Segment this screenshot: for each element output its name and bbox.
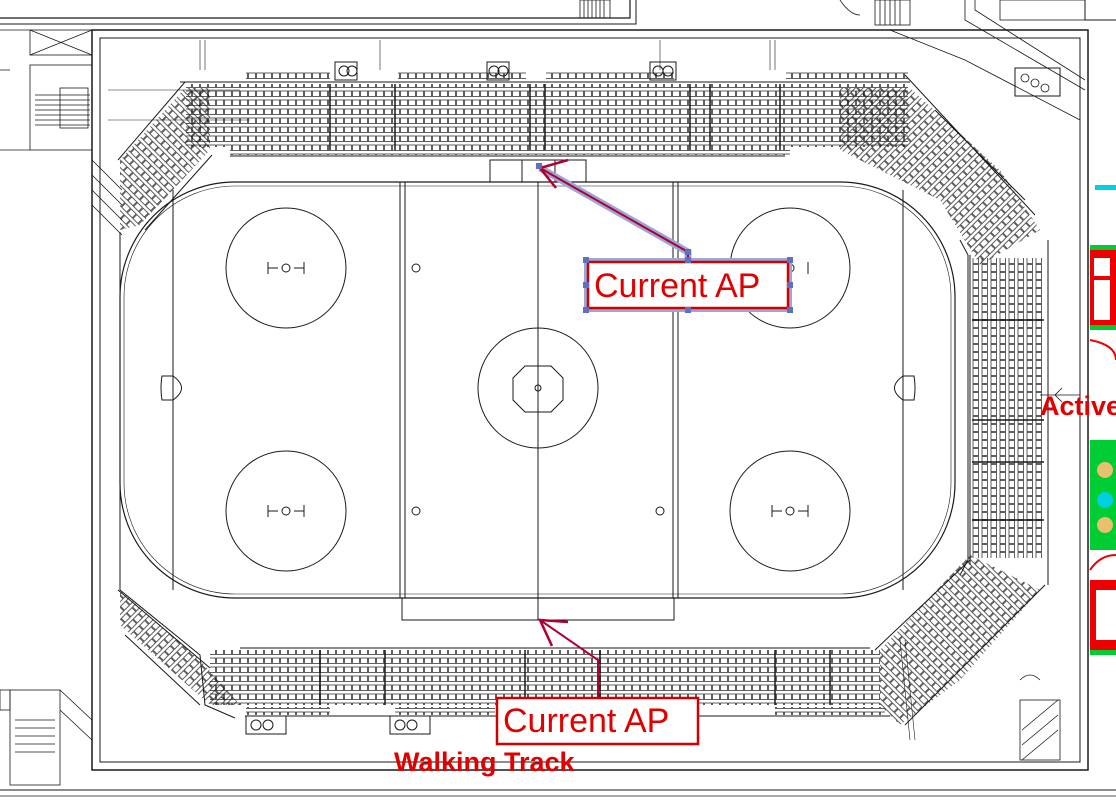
seating-right xyxy=(969,240,1049,585)
room-bottom-right xyxy=(1019,674,1061,761)
walking-track-label: Walking Track xyxy=(394,747,576,777)
seating-corner-bottom-right xyxy=(874,555,1046,726)
accessible-seating-icons xyxy=(245,61,677,735)
active-label: Active xyxy=(1040,391,1116,421)
seating-corner-top-left xyxy=(117,81,213,231)
callout-bottom-box: Current AP xyxy=(495,696,700,746)
ice-rink xyxy=(119,159,956,621)
callout-bottom-text: Current AP xyxy=(503,702,669,740)
stair-bottom-left xyxy=(0,689,93,786)
callout-top-text: Current AP xyxy=(594,267,760,305)
callout-bottom-leader xyxy=(537,618,599,698)
right-side-equipment xyxy=(1040,185,1116,655)
stair-top-right xyxy=(579,0,1086,97)
callout-top-box: Current AP xyxy=(583,257,793,313)
seating-corner-top-right xyxy=(840,74,1040,265)
stair-top-left xyxy=(0,29,123,236)
bowl-boundary xyxy=(119,232,969,719)
seating-bottom xyxy=(210,647,890,717)
seating-top xyxy=(180,72,910,157)
seating-corner-bottom-left xyxy=(117,589,240,706)
